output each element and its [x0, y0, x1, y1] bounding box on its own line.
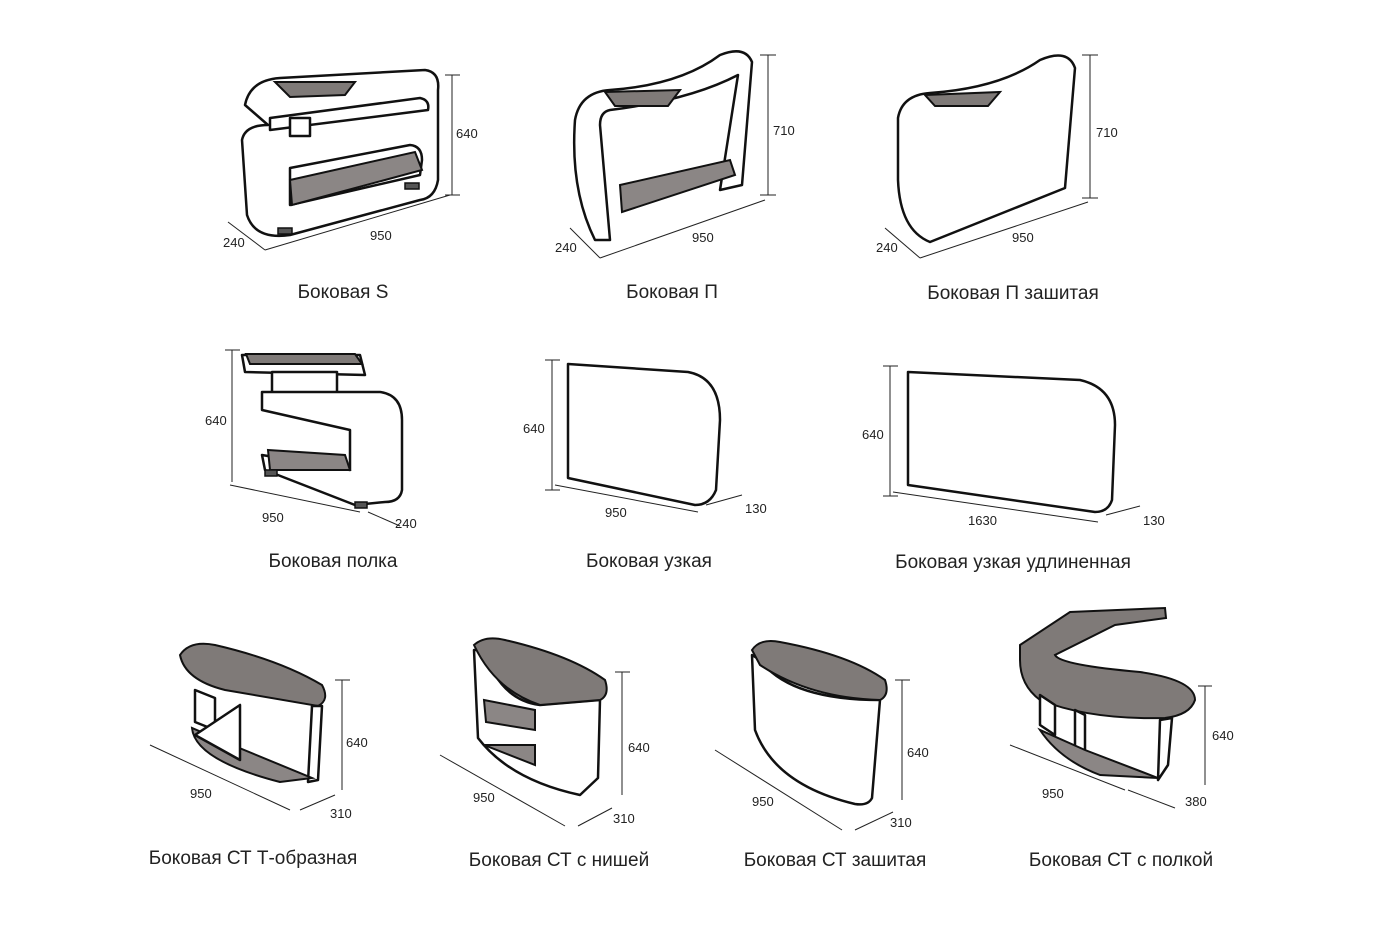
dim-width: 1630 [968, 513, 997, 528]
item-side-ct-niche: 640 950 310 [439, 637, 650, 827]
caption-side-narrow-long: Боковая узкая удлиненная [895, 552, 1131, 573]
dim-depth: 240 [555, 240, 577, 255]
dim-height: 640 [628, 740, 650, 755]
dim-depth: 310 [890, 815, 912, 830]
dim-height: 710 [1096, 125, 1118, 140]
caption-side-p-closed: Боковая П зашитая [927, 283, 1099, 304]
caption-side-ct-t: Боковая СТ Т-образная [148, 848, 358, 869]
dim-depth: 240 [876, 240, 898, 255]
dim-height: 640 [523, 421, 545, 436]
dim-width: 950 [752, 794, 774, 809]
caption-side-s: Боковая S [297, 282, 389, 303]
dim-height: 640 [907, 745, 929, 760]
dim-width: 950 [190, 786, 212, 801]
dim-depth: 130 [745, 501, 767, 516]
dim-depth: 240 [395, 516, 417, 531]
item-side-narrow-long: 640 1630 130 [862, 365, 1165, 528]
dim-width: 950 [1042, 786, 1064, 801]
item-side-ct-shelf: 640 950 380 [1009, 606, 1234, 809]
dim-width: 950 [692, 230, 714, 245]
dim-depth: 310 [613, 811, 635, 826]
dim-depth: 380 [1185, 794, 1207, 809]
caption-side-ct-shelf: Боковая СТ с полкой [1028, 850, 1214, 871]
caption-side-ct-closed: Боковая СТ зашитая [743, 850, 927, 871]
dim-width: 950 [370, 228, 392, 243]
dim-depth: 240 [223, 235, 245, 250]
dim-width: 950 [473, 790, 495, 805]
caption-side-shelf: Боковая полка [268, 551, 398, 572]
dim-height: 640 [205, 413, 227, 428]
dim-width: 950 [1012, 230, 1034, 245]
dim-depth: 130 [1143, 513, 1165, 528]
dim-width: 950 [605, 505, 627, 520]
dim-width: 950 [262, 510, 284, 525]
item-side-s: 640 950 240 [223, 68, 478, 251]
dim-height: 640 [862, 427, 884, 442]
dim-height: 710 [773, 123, 795, 138]
dim-height: 640 [456, 126, 478, 141]
dim-depth: 310 [330, 806, 352, 821]
dim-height: 640 [346, 735, 368, 750]
item-side-narrow: 640 950 130 [523, 359, 767, 520]
item-side-ct-closed: 640 950 310 [714, 640, 929, 831]
caption-side-p: Боковая П [626, 282, 718, 303]
item-side-ct-t: 640 950 310 [149, 642, 368, 821]
item-side-shelf: 640 950 240 [205, 349, 417, 531]
dim-height: 640 [1212, 728, 1234, 743]
item-side-p: 710 950 240 [555, 50, 795, 259]
item-side-p-closed: 710 950 240 [876, 54, 1118, 259]
caption-side-ct-niche: Боковая СТ с нишей [468, 850, 650, 871]
caption-side-narrow: Боковая узкая [586, 551, 712, 572]
